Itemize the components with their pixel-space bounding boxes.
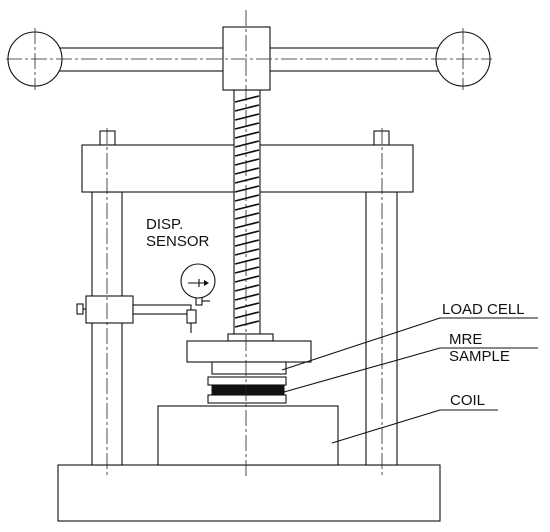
loading-plate <box>186 340 312 363</box>
screw-thread <box>234 104 260 112</box>
screw-thread <box>234 311 260 319</box>
screw-thread <box>234 185 260 193</box>
load-cell-assembly <box>186 333 312 375</box>
disp-label-line-1: DISP. <box>146 216 184 233</box>
coil-label: COIL <box>450 392 486 409</box>
screw-thread <box>234 266 260 274</box>
screw-thread <box>234 140 260 148</box>
load-cell-label: LOAD CELL <box>442 301 525 318</box>
screw-thread <box>234 221 260 229</box>
screw-thread <box>234 284 260 292</box>
screw-thread <box>234 293 260 301</box>
center-lines <box>6 10 492 478</box>
screw-thread <box>234 239 260 247</box>
displacement-sensor <box>76 263 216 333</box>
mre-label-line-2: SAMPLE <box>449 348 510 365</box>
screw-thread <box>234 158 260 166</box>
base-plate <box>57 464 441 522</box>
screw-thread <box>234 122 260 130</box>
dial-gauge-icon <box>180 263 216 299</box>
load-cell <box>211 361 287 375</box>
screw-thread <box>234 230 260 238</box>
screw-thread <box>234 302 260 310</box>
leader-lines <box>281 317 538 444</box>
screw-thread <box>234 203 260 211</box>
screw-thread <box>234 131 260 139</box>
handle-bar <box>7 26 491 91</box>
screw-thread <box>234 113 260 121</box>
screw-thread <box>234 212 260 220</box>
sensor-arm <box>132 304 192 315</box>
screw-thread <box>234 320 260 328</box>
coil-block <box>157 405 339 466</box>
screw-thread <box>234 167 260 175</box>
screw-thread <box>234 257 260 265</box>
disp-label-line-2: SENSOR <box>146 233 210 250</box>
handle-hub <box>222 26 271 91</box>
screw-thread <box>234 248 260 256</box>
mre-sample <box>207 376 287 404</box>
lead-screw <box>233 89 261 335</box>
sensor-clamp <box>85 295 134 324</box>
mre-sample-label: MRE SAMPLE <box>449 331 510 365</box>
disp-sensor-label: DISP. SENSOR <box>146 216 209 250</box>
screw-thread <box>234 149 260 157</box>
screw-thread <box>234 275 260 283</box>
mre-label-line-1: MRE <box>449 331 483 348</box>
screw-thread <box>234 95 260 103</box>
screw-thread <box>234 176 260 184</box>
screw-thread <box>234 194 260 202</box>
